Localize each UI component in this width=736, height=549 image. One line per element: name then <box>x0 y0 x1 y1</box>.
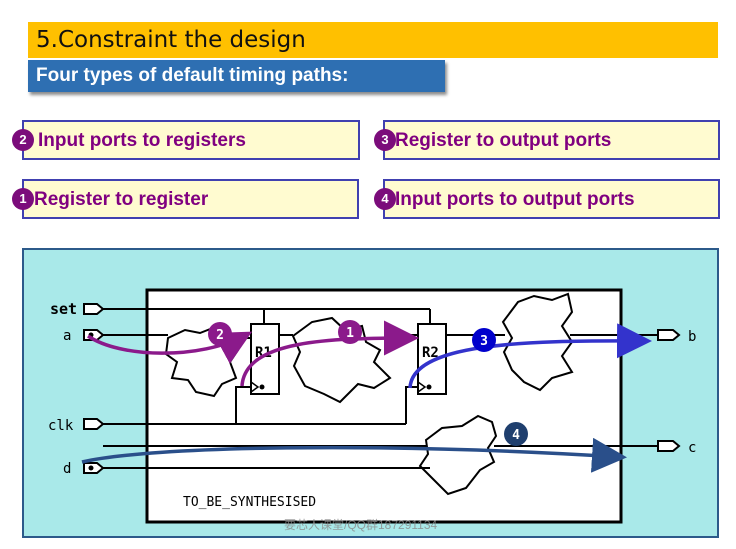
port-c-icon <box>657 440 681 452</box>
path-register-to-register-arrow <box>240 320 419 387</box>
port-d-label: d <box>63 461 71 477</box>
port-clk-icon <box>83 418 105 430</box>
path-marker-label: 1 <box>346 326 354 341</box>
subtitle-text: Four types of default timing paths: <box>36 65 349 86</box>
port-c-label: c <box>688 440 696 456</box>
port-a-label: a <box>63 328 71 344</box>
path-number-badge: 3 <box>374 129 396 151</box>
path-number-badge: 1 <box>12 188 34 210</box>
logic-cloud <box>418 414 498 496</box>
path-label: Register to output ports <box>395 130 612 151</box>
clock-triangle-icon <box>417 381 427 393</box>
register-r2-label: R2 <box>422 345 439 361</box>
port-set-label: set <box>50 300 77 318</box>
pin-dot <box>259 384 265 390</box>
watermark: 要芯人课堂/QQ群187291134 <box>284 518 438 532</box>
path-marker-label: 4 <box>512 428 520 443</box>
subtitle-banner: Four types of default timing paths: <box>28 60 445 92</box>
path-number-badge: 4 <box>374 188 396 210</box>
path-label: Input ports to registers <box>38 130 246 151</box>
port-set-icon <box>83 303 105 315</box>
path-number-badge: 2 <box>12 129 34 151</box>
pin-dot <box>426 384 432 390</box>
path-label: Input ports to output ports <box>395 189 635 210</box>
path-marker-4 <box>504 422 528 446</box>
path-marker-label: 2 <box>216 328 224 343</box>
path-item-input-to-register: Input ports to registers <box>22 120 360 160</box>
register-r2 <box>417 323 447 395</box>
input-ports <box>83 303 105 474</box>
path-input-to-output-arrow <box>81 437 627 473</box>
path-label: Register to register <box>34 189 209 210</box>
port-b-label: b <box>688 329 696 345</box>
path-marker-2 <box>208 322 232 346</box>
title-bar: 5.Constraint the design <box>28 22 718 58</box>
port-b-icon <box>657 329 681 341</box>
path-marker-1 <box>338 320 362 344</box>
path-marker-3 <box>472 328 496 352</box>
output-ports <box>657 329 681 452</box>
page-title: 5.Constraint the design <box>36 27 306 53</box>
port-clk-label: clk <box>48 418 74 434</box>
path-item-register-to-register: Register to register <box>22 179 359 219</box>
path-marker-label: 3 <box>480 334 488 349</box>
design-block-name: TO_BE_SYNTHESISED <box>183 495 316 510</box>
clock-triangle-icon <box>250 381 260 393</box>
